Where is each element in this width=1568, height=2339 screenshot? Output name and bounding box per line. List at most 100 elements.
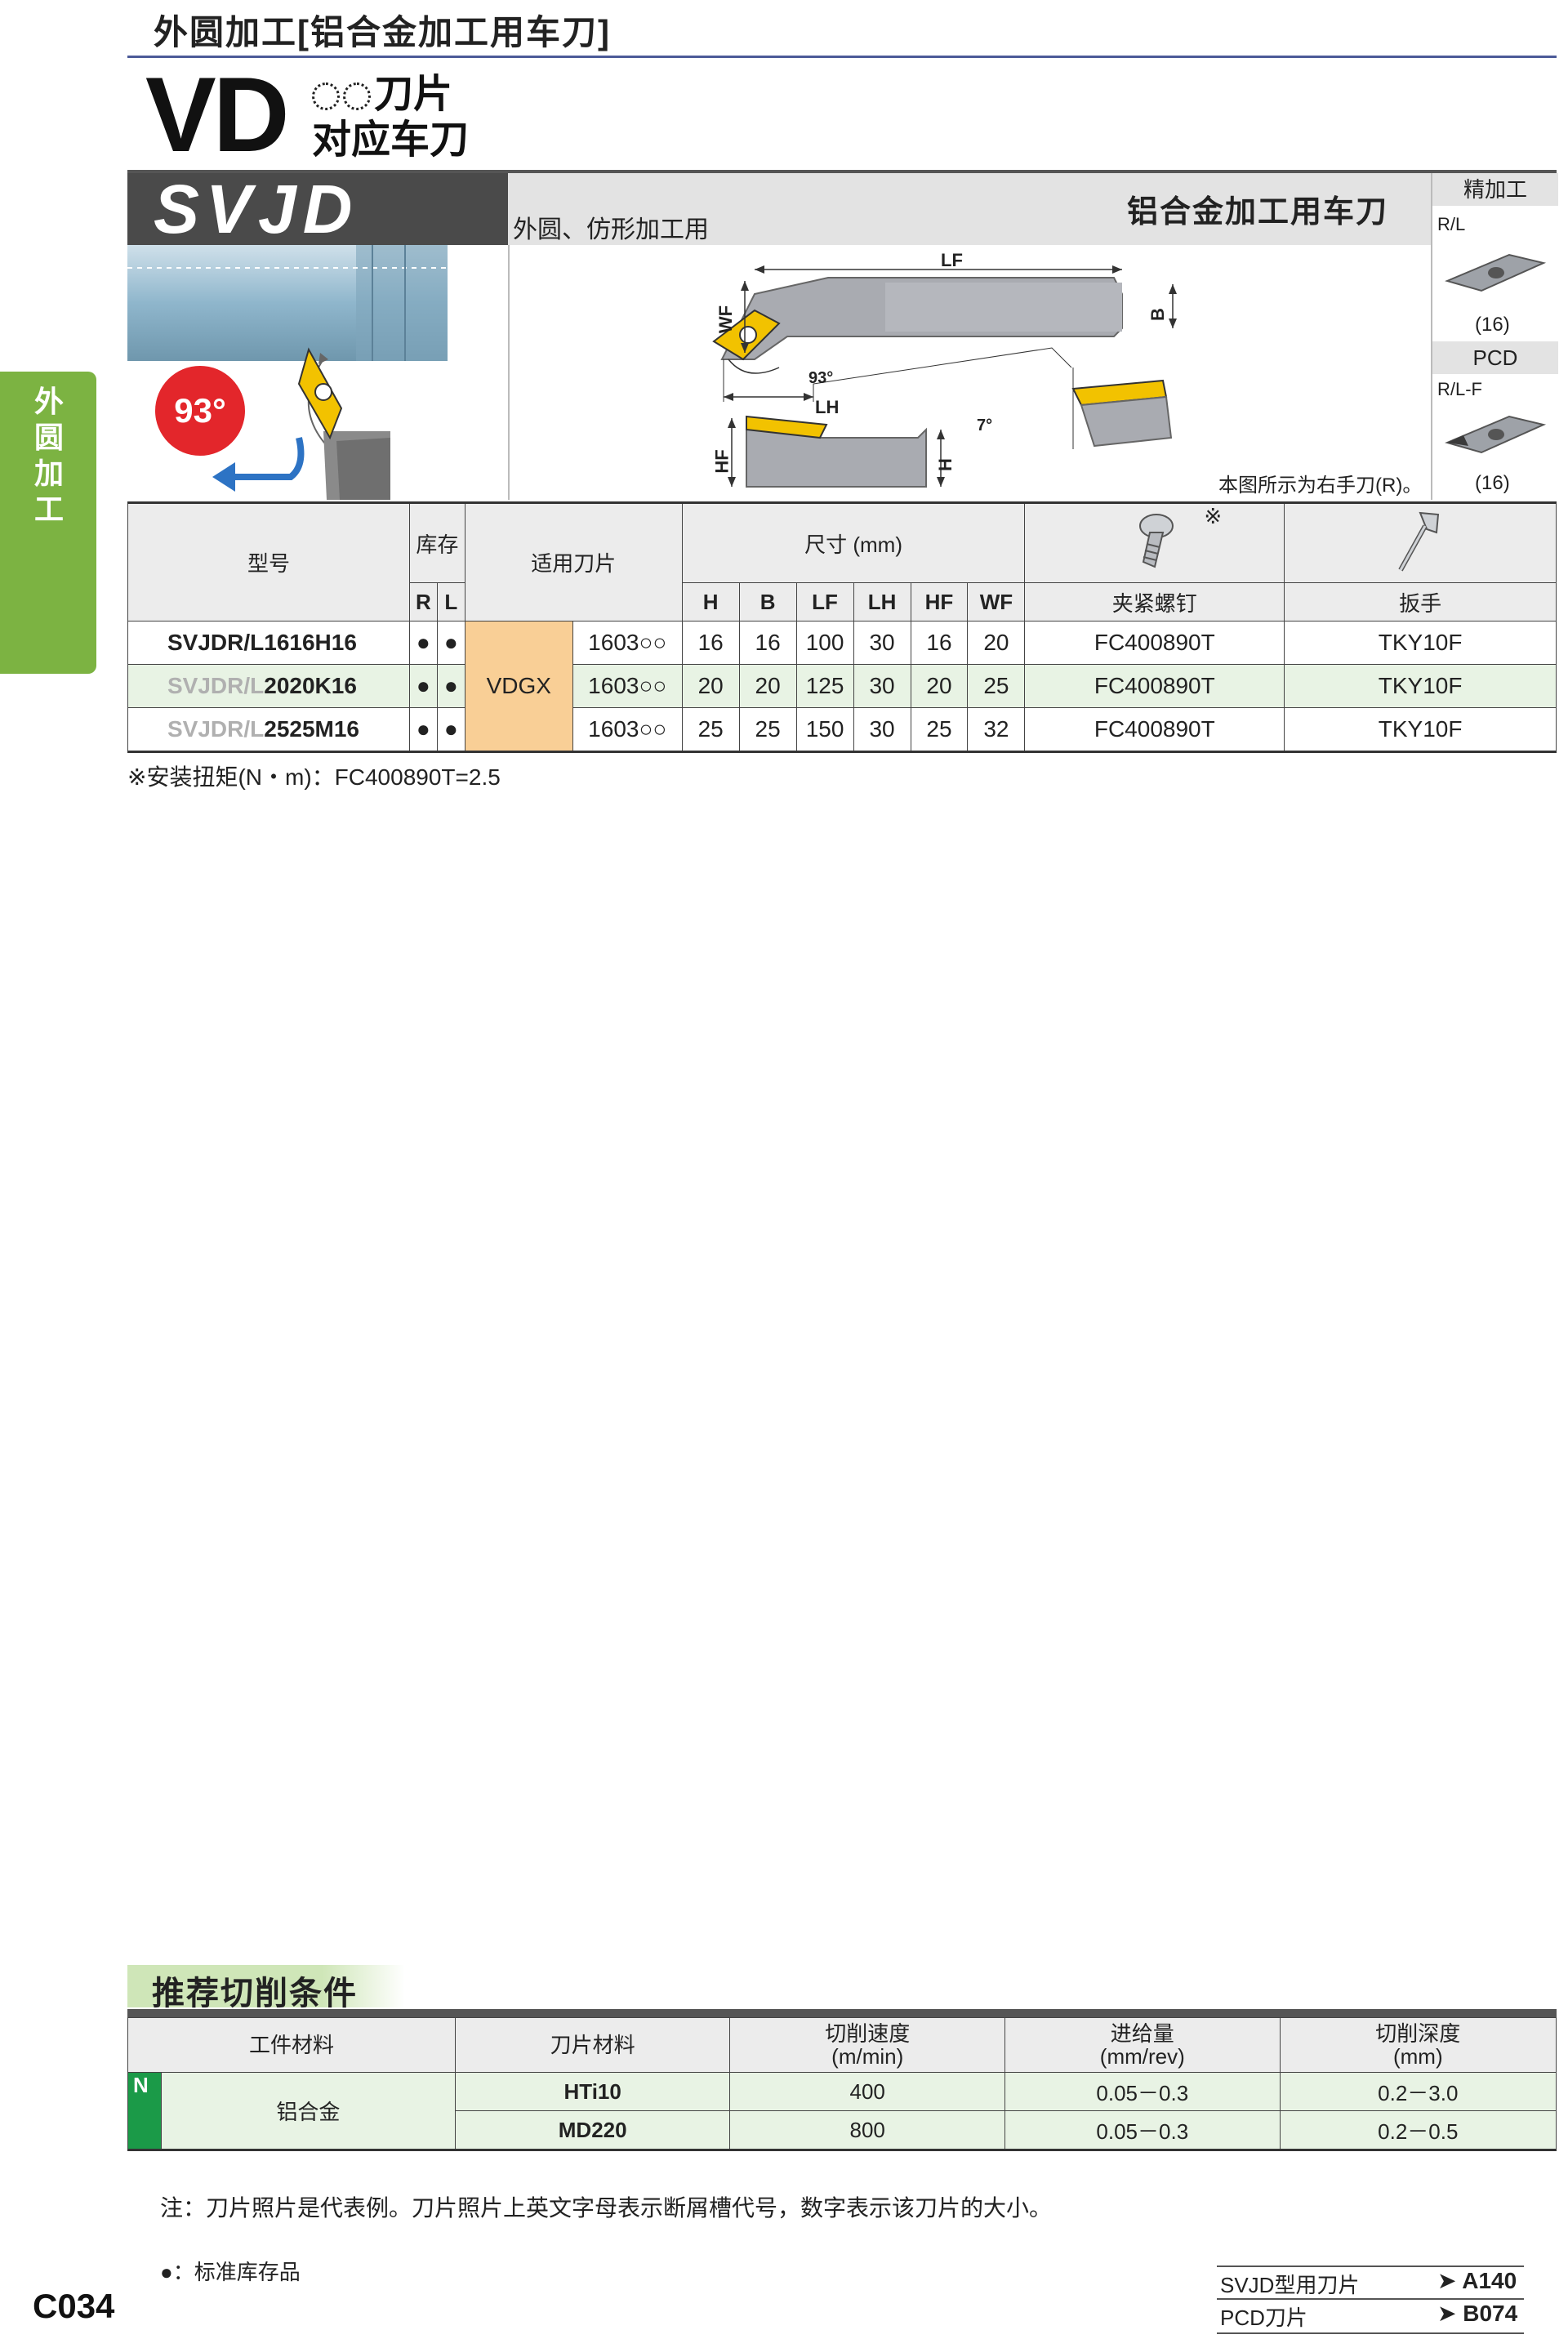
- dim-h: 20: [681, 664, 740, 708]
- series-caption-line1: 刀片: [312, 72, 469, 118]
- dim-h: 16: [681, 621, 740, 665]
- dim-lf: 100: [795, 621, 854, 665]
- insert-code: 1603○○: [572, 664, 683, 708]
- ref-pcd-inserts[interactable]: PCD刀片: [1220, 2306, 1307, 2330]
- model-cell: SVJDR/L2020K16: [127, 664, 410, 708]
- dim-h: 25: [681, 707, 740, 752]
- ref-rule: [1217, 2298, 1524, 2300]
- insert-code: 1603○○: [572, 707, 683, 752]
- insert-finishing-hand: R/L: [1437, 214, 1466, 234]
- dim-b: 25: [738, 707, 797, 752]
- table-row: MD220 800 0.05－0.3 0.2－0.5: [128, 2110, 1557, 2150]
- col-dim-wf: WF: [967, 582, 1026, 622]
- ref-svjd-inserts[interactable]: SVJD型用刀片: [1220, 2273, 1360, 2297]
- page-number: C034: [33, 2287, 115, 2325]
- dim-hf: 25: [910, 707, 969, 752]
- stock-dot-icon: ●: [160, 2260, 173, 2284]
- cut-depth: 0.2－3.0: [1279, 2072, 1557, 2111]
- arrow-right-icon: ➤: [1437, 2268, 1457, 2293]
- product-name-banner: [127, 173, 508, 245]
- side-tab-label: 外圆加工: [33, 385, 64, 526]
- col-wrench: 扳手: [1284, 582, 1557, 622]
- dim-hf: 20: [910, 664, 969, 708]
- label-93: 93°: [808, 369, 834, 387]
- dim-wf: 20: [967, 621, 1026, 665]
- insert-finishing-head: 精加工: [1432, 173, 1558, 206]
- wrench-part: TKY10F: [1284, 621, 1557, 665]
- stock-l: ●: [436, 664, 466, 708]
- torque-note: ※安装扭矩(N・m)：FC400890T=2.5: [127, 764, 501, 790]
- screw-icon: [1138, 513, 1174, 568]
- series-code: VD: [145, 55, 290, 174]
- col-stock-r: R: [408, 582, 438, 622]
- feed-rate: 0.05－0.3: [1004, 2072, 1281, 2111]
- insert-pcd-size: (16): [1475, 472, 1510, 494]
- series-caption: 刀片 对应车刀: [312, 72, 469, 163]
- wrench-icon: [1398, 511, 1440, 571]
- stock-r: ●: [408, 664, 438, 708]
- insert-code: 1603○○: [572, 621, 683, 665]
- screw-part: FC400890T: [1024, 621, 1285, 665]
- dim-lh: 30: [853, 707, 911, 752]
- conditions-rule: [127, 2009, 1557, 2017]
- label-lh: LH: [815, 397, 840, 417]
- insert-column: 精加工 R/L (16) PCD R/L-F (16): [1431, 173, 1558, 500]
- angle-badge-text: 93°: [174, 391, 226, 430]
- insert-pcd-icon: [1444, 415, 1547, 454]
- col-dim-lf: LF: [795, 582, 854, 622]
- screw-part: FC400890T: [1024, 707, 1285, 752]
- table-row: N 铝合金 HTi10 400 0.05－0.3 0.2－3.0: [127, 2072, 1557, 2150]
- angle-badge: [155, 366, 245, 456]
- col-model: 型号: [127, 502, 410, 622]
- section-title: 外圆加工[铝合金加工用车刀]: [154, 13, 611, 51]
- col-feed: 进给量(mm/rev): [1004, 2017, 1281, 2073]
- cut-depth: 0.2－0.5: [1279, 2110, 1557, 2150]
- dim-lh: 30: [853, 621, 911, 665]
- col-dim-lh: LH: [853, 582, 911, 622]
- col-screw: 夹紧螺钉: [1024, 582, 1285, 622]
- col-insert: 适用刀片: [464, 502, 683, 622]
- insert-finishing-size: (16): [1475, 314, 1510, 336]
- ref-svjd-inserts-page[interactable]: ➤ A140: [1437, 2268, 1517, 2293]
- col-stock-l: L: [436, 582, 466, 622]
- dim-lh: 30: [853, 664, 911, 708]
- table-row: SVJDR/L2525M16 ● ● 1603○○ 25 25 150 30 2…: [127, 707, 1557, 752]
- insert-finishing-icon: [1444, 253, 1547, 292]
- label-b: B: [1147, 308, 1168, 321]
- col-speed: 切削速度(m/min): [729, 2017, 1005, 2073]
- dimension-diagram: [508, 245, 1432, 500]
- tool-dimension-drawing: [712, 265, 1177, 488]
- circle-placeholder-icon: [343, 82, 371, 110]
- label-hf: HF: [711, 449, 733, 474]
- table-row: SVJDR/L1616H16 ● ● VDGX 1603○○ 16 16 100…: [127, 621, 1557, 752]
- dim-wf: 32: [967, 707, 1026, 752]
- col-wrench-icon-cell: [1284, 502, 1557, 583]
- dim-b: 16: [738, 621, 797, 665]
- banner-rule: [127, 170, 1557, 175]
- stock-l: ●: [436, 707, 466, 752]
- tool-material: MD220: [454, 2110, 731, 2150]
- table-row: SVJDR/L2020K16 ● ● 1603○○ 20 20 125 30 2…: [127, 664, 1557, 708]
- col-tool-material: 刀片材料: [454, 2017, 731, 2073]
- label-7: 7°: [977, 417, 993, 434]
- cutting-speed: 800: [729, 2110, 1005, 2150]
- stock-l: ●: [436, 621, 466, 665]
- stock-r: ●: [408, 621, 438, 665]
- product-name: SVJD: [154, 171, 359, 247]
- insert-pcd-head: PCD: [1432, 341, 1558, 374]
- conditions-table: 工件材料 刀片材料 切削速度(m/min) 进给量(mm/rev) 切削深度(m…: [127, 2017, 1557, 2151]
- model-cell: SVJDR/L1616H16: [127, 621, 410, 665]
- col-workpiece: 工件材料: [127, 2017, 456, 2073]
- screw-part: FC400890T: [1024, 664, 1285, 708]
- side-tab[interactable]: [0, 372, 96, 674]
- material-group-badge: N: [127, 2072, 162, 2150]
- cutting-speed: 400: [729, 2072, 1005, 2111]
- conditions-title: 推荐切削条件: [152, 1976, 358, 2012]
- ref-rule: [1217, 2265, 1524, 2267]
- col-dim-b: B: [738, 582, 797, 622]
- ref-pcd-inserts-page[interactable]: ➤ B074: [1437, 2301, 1518, 2326]
- dim-hf: 16: [910, 621, 969, 665]
- col-size-group: 尺寸 (mm): [681, 502, 1026, 583]
- stock-legend: ●：标准库存品: [160, 2260, 301, 2284]
- label-h: H: [934, 458, 956, 471]
